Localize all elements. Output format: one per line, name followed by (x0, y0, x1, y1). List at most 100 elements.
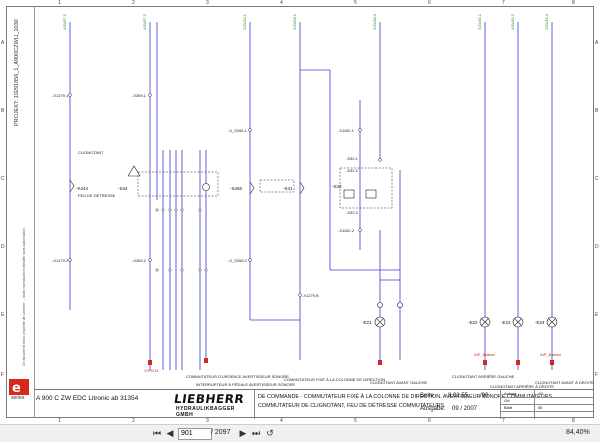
caption: CLIGNOTANT ARRIÈRE À DROITE (490, 384, 554, 389)
ausgabe-value: 09 / 2007 (452, 406, 478, 412)
component-label: -E21 (362, 320, 372, 325)
caption: FEU DE DÉTRESSE (78, 193, 116, 198)
caption: AIP_Ballast (540, 352, 562, 357)
liebherr-logo: LIEBHERR HYDRAULIKBAGGER GMBH (173, 392, 252, 418)
row-letter: D (595, 244, 599, 250)
page-number-input[interactable] (178, 428, 212, 440)
svg-text:e: e (12, 381, 21, 396)
row-letter: A (1, 40, 5, 46)
row-letter: E (595, 312, 599, 318)
component-label: -E22 (468, 320, 478, 325)
zoom-level[interactable]: 84,40% (566, 429, 590, 436)
blatt-value: 55 (538, 405, 543, 410)
drawing-title-line1: DE COMMANDE - COMMUTATEUR FIXÉ À LA COLO… (258, 394, 553, 400)
connector-label: -X1279.1 (52, 93, 69, 98)
terminal-markers (68, 93, 382, 297)
anlage-value: +D (538, 391, 544, 396)
next-page-icon[interactable]: ▶ (239, 428, 247, 438)
column-number: 5 (354, 0, 357, 6)
caption: AIP_Ballast (474, 352, 496, 357)
caption: X/PE/31 (144, 368, 159, 373)
lamp-symbols (202, 183, 558, 328)
wire-label: X31/45.3 (544, 13, 549, 30)
wire-label: X31/45.1 (477, 13, 482, 30)
caption: COMMUTATEUR D'URGENCE AVERTISSEUR SONORE (186, 374, 289, 379)
column-number: 7 (502, 0, 505, 6)
component-label: -S44 (118, 186, 128, 191)
seite-value: 8.02.55 (448, 393, 469, 399)
component-label: -S41 (283, 186, 293, 191)
column-number: 8 (572, 0, 575, 6)
drawing-title-line2: COMMUTATEUR DE CLIGNOTANT, FEU DE DÉTRES… (258, 403, 445, 409)
switch-contacts (69, 165, 377, 199)
row-letter: F (595, 372, 599, 378)
title-block: A 900 C ZW EDC Litronic ab 31354 LIEBHER… (34, 389, 594, 419)
pdf-viewer-toolbar: ⏮ ◀ / 2097 ▶ ⏭ ↺ 84,40% (0, 424, 600, 442)
ort-label: Ort (504, 398, 510, 403)
schematic-sheet: 1 2 3 4 5 6 7 8 A B C D E F A B C D E F … (0, 0, 600, 424)
connector-label: -X1279.B (302, 293, 319, 298)
row-letter: F (1, 372, 5, 378)
page-total: / 2097 (211, 429, 231, 436)
column-number: 6 (428, 418, 431, 424)
previous-page-icon[interactable]: ◀ (166, 428, 174, 438)
column-number: 5 (354, 418, 357, 424)
left-info-strip: PROJEKT: 10291856_1_A900CZWLI_1030 Ce do… (6, 6, 35, 418)
column-ruler-bottom: 1 2 3 4 5 6 7 8 (6, 418, 594, 424)
component-label: -E23 (501, 320, 511, 325)
machine-model: A 900 C ZW EDC Litronic ab 31354 (36, 395, 139, 402)
row-letter: C (595, 176, 599, 182)
column-number: 1 (58, 0, 61, 6)
logo-subtext: HYDRAULIKBAGGER GMBH (176, 406, 235, 418)
column-number: 3 (206, 0, 209, 6)
connector-label: -X1279.2 (52, 258, 69, 263)
caption: INTERRUPTEUR À PÉDALE AVERTISSEUR SONORE (196, 382, 296, 387)
caption: CLIGNOTANT AVANT À DROITE (535, 380, 594, 385)
column-number: 4 (280, 418, 283, 424)
caption: CLIGNOTANT ARRIÈRE GAUCHE (452, 374, 515, 379)
connector-label: -X1182.1 (338, 128, 355, 133)
component-label: -S32.3 (346, 210, 359, 215)
component-label: -S266 (230, 186, 243, 191)
logo-text: LIEBHERR (173, 392, 246, 406)
rotate-icon[interactable]: ↺ (266, 428, 274, 438)
connector-label: -X369.1 (132, 93, 147, 98)
ausgabe-label: Ausgabe: (420, 406, 446, 412)
ground-markers (148, 358, 554, 365)
wiring-diagram: X31/67.1 X31/67.2 X31/34.1 X31/58.1 X31/… (52, 13, 594, 389)
e-series-logo: e series (8, 378, 30, 402)
caption: CLIGNOTANT AVANT GAUCHE (370, 380, 428, 385)
wire-label: X31/38.4 (372, 13, 377, 30)
connector-label: -X369.2 (132, 258, 147, 263)
component-label: -S32.2 (346, 168, 359, 173)
row-letter: E (1, 312, 5, 318)
connector-label: -X1182.2 (338, 228, 355, 233)
anlage-label: Anlage (504, 391, 517, 396)
component-label: -K244 (76, 186, 89, 191)
column-number: 2 (132, 0, 135, 6)
row-letter: A (595, 40, 599, 46)
column-number: 1 (58, 418, 61, 424)
column-number: 4 (280, 0, 283, 6)
row-letter: B (595, 108, 599, 114)
column-number: 7 (502, 418, 505, 424)
seite-label: Seite (420, 393, 434, 399)
column-number: 3 (206, 418, 209, 424)
wire-label: X31/58.1 (292, 13, 297, 30)
last-page-icon[interactable]: ⏭ (251, 428, 261, 438)
first-page-icon[interactable]: ⏮ (152, 428, 162, 438)
brand-series-text: series (11, 395, 25, 401)
seite-total: /90 (480, 393, 489, 399)
switch-boxes (137, 167, 393, 209)
signal-wires (69, 22, 553, 370)
column-number: 2 (132, 418, 135, 424)
column-number: 8 (572, 418, 575, 424)
wire-label: X31/45.2 (510, 13, 515, 30)
wire-label: X31/34.1 (242, 13, 247, 30)
connector-label: -X_S266.1 (228, 128, 248, 133)
column-number: 6 (428, 0, 431, 6)
row-letter: D (1, 244, 5, 250)
column-ruler-top: 1 2 3 4 5 6 7 8 (6, 0, 594, 6)
wire-label: X31/67.2 (142, 13, 147, 30)
component-label: -S32.1 (346, 156, 359, 161)
